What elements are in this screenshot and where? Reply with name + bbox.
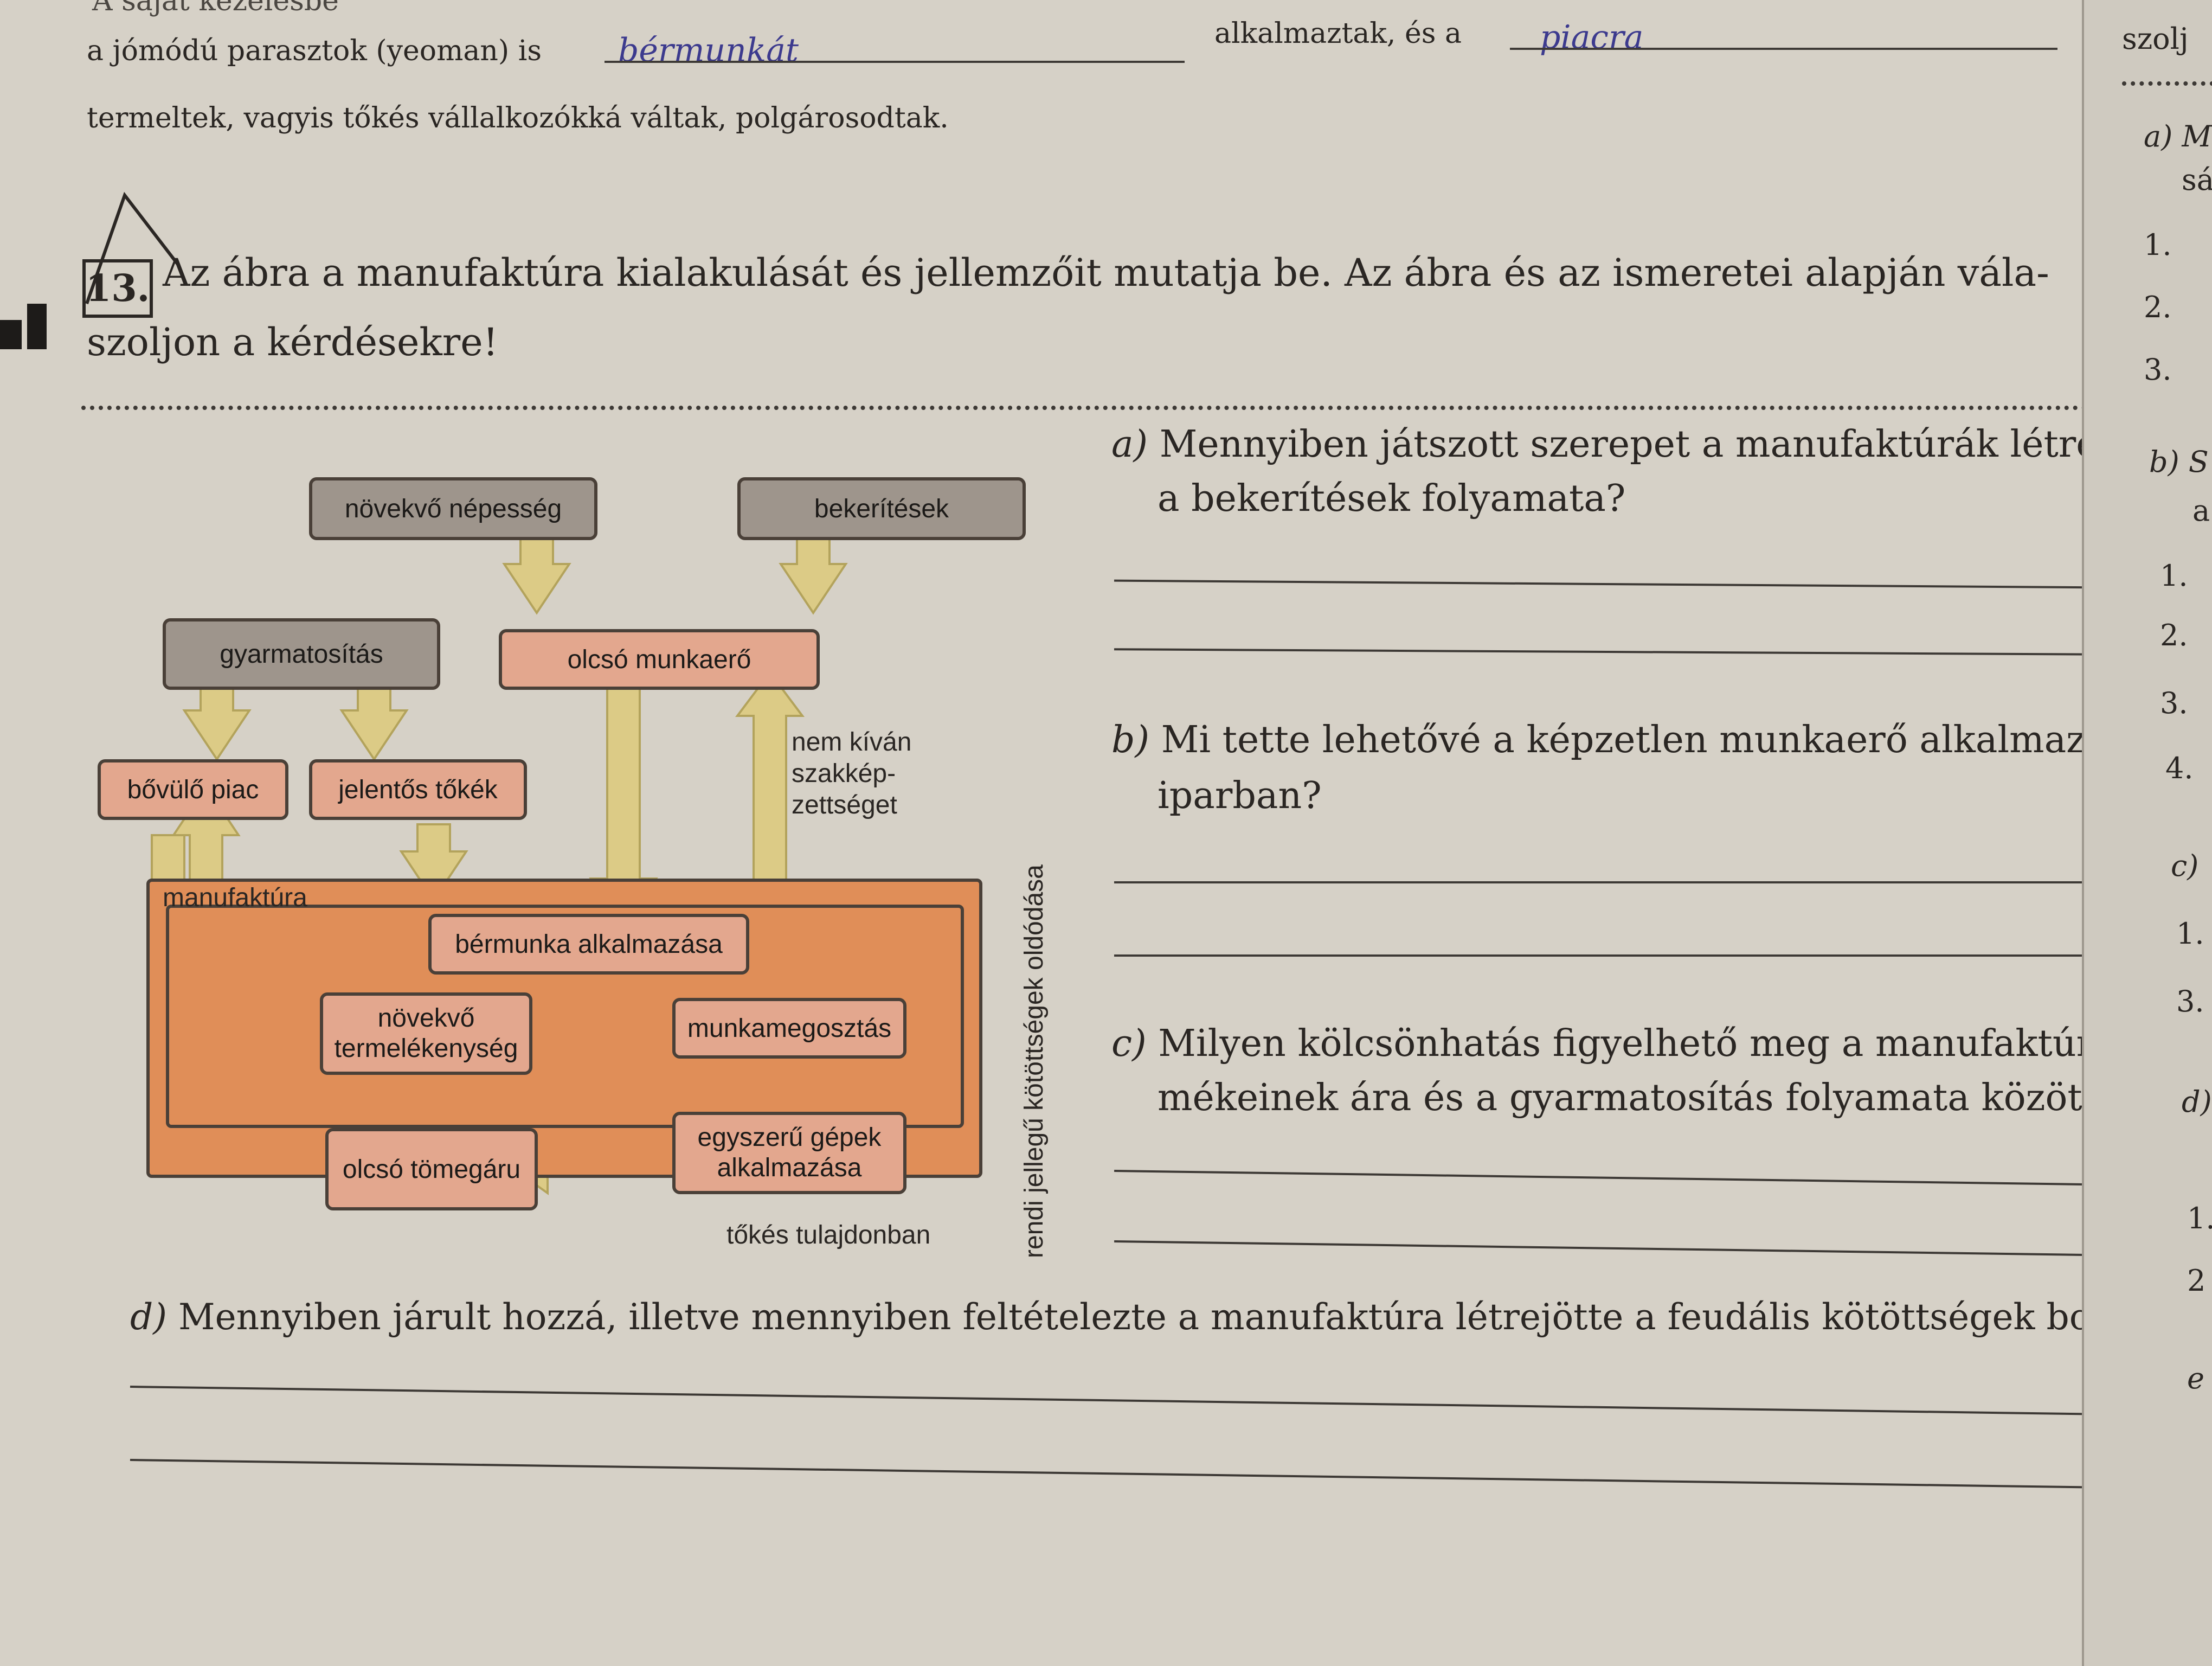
label-manufacture: manufaktúra	[163, 883, 307, 912]
sentence-line-2: termeltek, vagyis tőkés vállalkozókká vá…	[87, 102, 949, 134]
answer-line-c1[interactable]	[1114, 1170, 2123, 1186]
answer-line-c2[interactable]	[1114, 1240, 2123, 1257]
box-growing-productivity: növekvő termelékenység	[320, 992, 532, 1075]
label-capitalist-ownership: tőkés tulajdonban	[726, 1221, 931, 1250]
right-num-c1: 1.	[2176, 917, 2204, 951]
right-text-b: b) S	[2149, 445, 2209, 479]
box-growing-population: növekvő népesség	[309, 477, 597, 540]
question-b-text-1: Mi tette lehetővé a képzetlen munkaerő a…	[1161, 719, 2212, 761]
box-simple-machines: egyszerű gépek alkalmazása	[672, 1112, 906, 1194]
arrow-colonisation-to-market	[182, 682, 252, 761]
right-num-b3: 3.	[2160, 686, 2188, 720]
answer-line-b1[interactable]	[1114, 881, 2117, 883]
question-b-label: b)	[1111, 719, 1150, 761]
arrow-capital-to-manufacture	[399, 823, 468, 902]
task-instruction-line-2: szoljon a kérdésekre!	[87, 320, 498, 364]
right-text-2: a) M	[2144, 119, 2212, 153]
right-num-b4: 4.	[2165, 751, 2194, 785]
sentence-part-1: a jómódú parasztok (yeoman) is	[87, 35, 542, 67]
box-wage-labour: bérmunka alkalmazása	[428, 914, 749, 975]
right-num-c3: 3.	[2176, 984, 2204, 1018]
answer-line-a1[interactable]	[1114, 579, 2101, 589]
box-colonisation: gyarmatosítás	[163, 618, 440, 690]
box-division-of-labour: munkamegosztás	[672, 998, 906, 1059]
label-feudal-bonds-dissolving: rendi jellegű kötöttségek oldódása	[1020, 864, 1049, 1258]
right-num-2: 2.	[2144, 290, 2172, 324]
handwritten-answer-2: piacra	[1540, 18, 1644, 56]
right-num-d2: 2	[2187, 1264, 2206, 1298]
right-num-b2: 2.	[2160, 618, 2188, 652]
arrow-enclosures-down	[779, 536, 848, 615]
manufacture-inner-frame	[166, 905, 964, 1128]
answer-line-d2[interactable]	[130, 1459, 2147, 1489]
answer-line-a2[interactable]	[1114, 648, 2101, 656]
arrow-population-to-labour	[502, 536, 571, 615]
right-text-e: e	[2187, 1361, 2204, 1395]
question-c-line-2: mékeinek ára és a gyarmatosítás folyamat…	[1158, 1077, 2117, 1119]
answer-line-d1[interactable]	[130, 1386, 2147, 1416]
right-dots	[2122, 81, 2212, 86]
right-text-a: a	[2192, 494, 2210, 528]
right-text-c: c)	[2171, 849, 2199, 883]
right-num-3: 3.	[2144, 353, 2172, 387]
question-d-text: Mennyiben járult hozzá, illetve mennyibe…	[178, 1296, 2212, 1338]
handwritten-answer-1: bérmunkát	[618, 31, 799, 69]
question-b-line-2: iparban?	[1158, 774, 1322, 817]
task-number: 13.	[82, 259, 153, 318]
answer-line-2	[1510, 48, 2057, 50]
label-no-skill-required: nem kíván szakkép-zettséget	[792, 728, 912, 819]
right-num-b1: 1.	[2160, 559, 2188, 593]
right-text-1: szolj	[2122, 22, 2189, 56]
box-enclosures: bekerítések	[737, 477, 1026, 540]
right-text-3: sá	[2182, 163, 2212, 197]
question-d: d) Mennyiben járult hozzá, illetve menny…	[130, 1296, 2212, 1338]
question-d-label: d)	[130, 1296, 167, 1338]
question-a-line-2: a bekerítések folyamata?	[1158, 477, 1626, 520]
right-page-edge: szolj a) M sá 1. 2. 3. b) S a 1. 2. 3. 4…	[2082, 0, 2212, 1666]
right-num-d1: 1.	[2187, 1201, 2212, 1235]
manufacture-diagram: növekvő népesség bekerítések gyarmatosít…	[81, 456, 1139, 1280]
task-marker-icon	[0, 191, 181, 349]
answer-line-b2[interactable]	[1114, 954, 2117, 957]
box-cheap-labour: olcsó munkaerő	[499, 629, 820, 690]
dotted-separator	[81, 406, 2087, 410]
question-a-text-1: Mennyiben játszott szerepet a manufaktúr…	[1159, 423, 2212, 466]
right-text-d: d)	[2182, 1085, 2212, 1119]
box-expanding-market: bővülő piac	[98, 759, 288, 820]
question-c-label: c)	[1111, 1022, 1147, 1065]
question-a-line-1: a) Mennyiben játszott szerepet a manufak…	[1111, 423, 2212, 466]
arrow-colonisation-to-capital	[339, 682, 409, 761]
answer-line-1	[605, 61, 1185, 63]
box-cheap-mass-goods: olcsó tömegáru	[325, 1128, 538, 1210]
task-instruction-line-1: Az ábra a manufaktúra kialakulását és je…	[163, 251, 2049, 295]
question-c-text-1: Milyen kölcsönhatás figyelhető meg a man…	[1158, 1022, 2195, 1065]
question-c-line-1: c) Milyen kölcsönhatás figyelhető meg a …	[1111, 1022, 2194, 1065]
question-a-label: a)	[1111, 423, 1148, 466]
right-num-1: 1.	[2144, 228, 2172, 262]
question-b-line-1: b) Mi tette lehetővé a képzetlen munkaer…	[1111, 719, 2212, 761]
sentence-part-2: alkalmaztak, és a	[1214, 17, 1462, 50]
box-significant-capital: jelentős tőkék	[309, 759, 527, 820]
cut-header-text: A saját kezelésbe	[92, 0, 339, 17]
